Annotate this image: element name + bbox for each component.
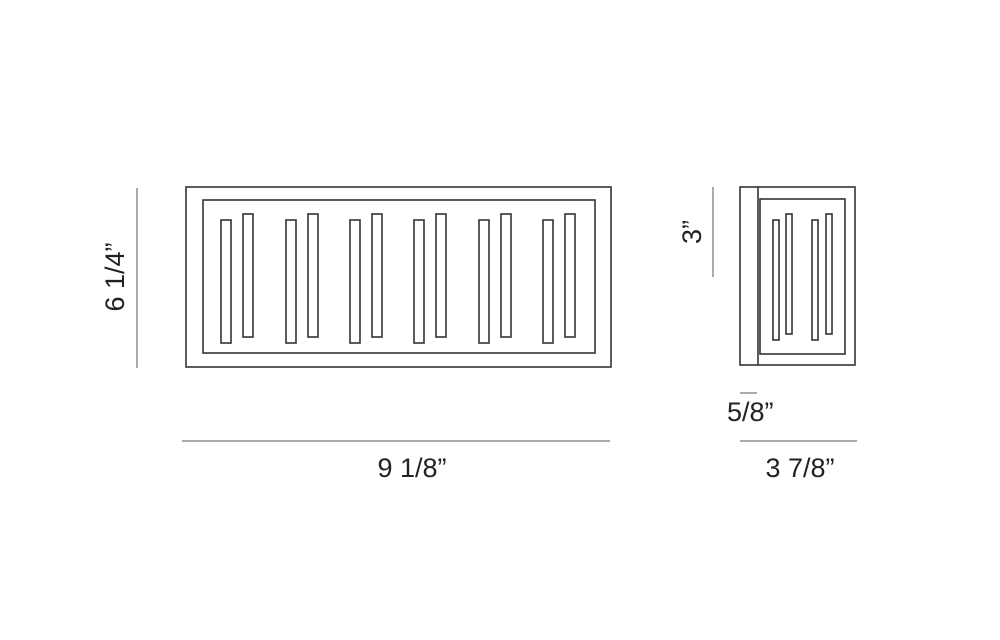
height-dimension-label: 6 1/4” [100, 242, 130, 311]
side-bar [825, 213, 833, 335]
side-height-dimension-label: 3” [677, 220, 707, 244]
front-bars [220, 213, 576, 344]
front-bar [564, 213, 576, 338]
front-bar [413, 219, 425, 344]
front-bar [371, 213, 383, 338]
front-bar [500, 213, 512, 338]
front-bar [478, 219, 490, 344]
front-bar [349, 219, 361, 344]
width-dimension-label: 9 1/8” [377, 453, 446, 483]
side-bar [772, 219, 780, 341]
front-inner-frame [202, 199, 596, 354]
side-bar [811, 219, 819, 341]
depth-dimension-label: 3 7/8” [765, 453, 834, 483]
front-outer-frame [185, 186, 612, 368]
side-bar [785, 213, 793, 335]
side-view [739, 186, 856, 366]
side-offset-dimension-label: 5/8” [727, 397, 774, 427]
side-outer-frame [739, 186, 856, 366]
front-bar [285, 219, 297, 344]
side-bars [772, 213, 833, 341]
side-inner-frame [759, 198, 846, 355]
front-bar [435, 213, 447, 338]
front-bar [242, 213, 254, 338]
front-view [185, 186, 612, 368]
front-bar [542, 219, 554, 344]
front-bar [220, 219, 232, 344]
front-bar [307, 213, 319, 338]
